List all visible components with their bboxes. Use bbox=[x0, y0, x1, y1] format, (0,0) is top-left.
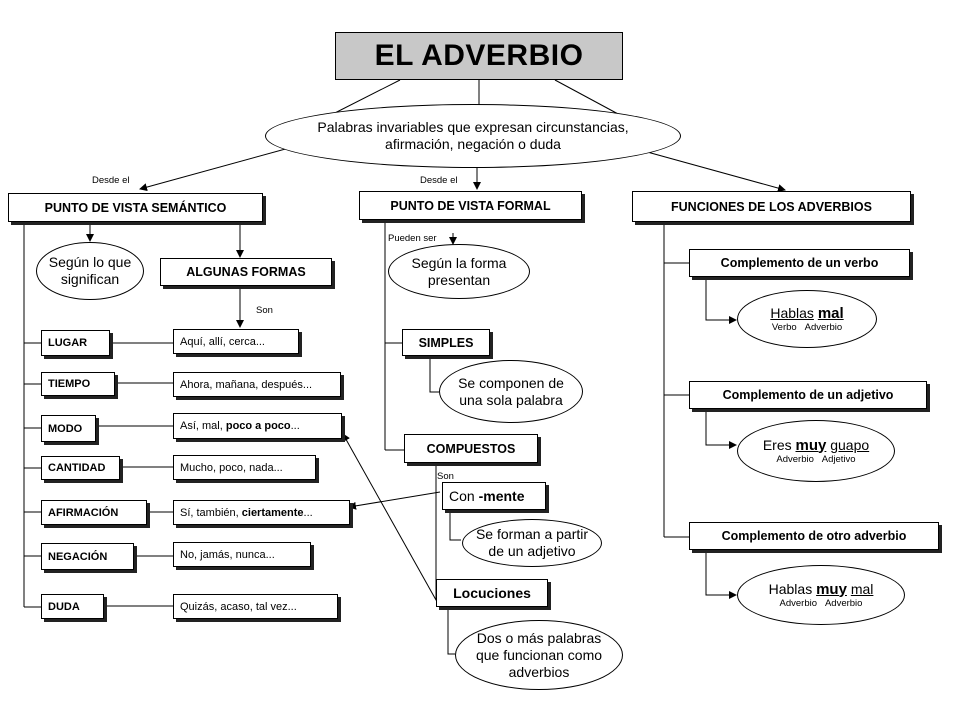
connector-desde-el-center: Desde el bbox=[420, 175, 458, 186]
locuciones-desc-line-1: Dos o más palabras bbox=[476, 629, 602, 646]
example-adverbio-ellipse: Hablas muy mal Adverbio Adverbio bbox=[737, 565, 905, 625]
definition-line-1: Palabras invariables que expresan circun… bbox=[317, 119, 629, 135]
complemento-adjetivo-box: Complemento de un adjetivo bbox=[689, 381, 927, 409]
title-link-right bbox=[554, 79, 621, 116]
example-tiempo: Ahora, mañana, después... bbox=[173, 372, 341, 397]
formal-header: PUNTO DE VISTA FORMAL bbox=[359, 191, 582, 220]
arrow-to-semantico bbox=[139, 144, 301, 192]
category-lugar: LUGAR bbox=[41, 330, 110, 356]
segun-forma-line-1: Según la forma bbox=[411, 254, 507, 271]
example-cantidad: Mucho, poco, nada... bbox=[173, 455, 316, 480]
con-mente-plain: Con bbox=[449, 488, 479, 504]
definition-line-2: afirmación, negación o duda bbox=[385, 136, 561, 152]
example-adverbio-tag-2: Adverbio bbox=[824, 597, 863, 609]
connector-pueden-ser: Pueden ser bbox=[388, 233, 437, 244]
example-adjetivo-word-3: guapo bbox=[830, 436, 870, 453]
connector-son-formal: Son bbox=[437, 471, 454, 482]
example-verbo-word-2: mal bbox=[817, 304, 844, 322]
arrow-mente-to-afirmacion bbox=[348, 491, 441, 510]
category-modo: MODO bbox=[41, 415, 96, 442]
map-title: EL ADVERBIO bbox=[335, 32, 623, 80]
simples-box: SIMPLES bbox=[402, 329, 490, 356]
example-afirmacion: Sí, también, ciertamente... bbox=[173, 500, 350, 525]
example-adverbio-tag-1: Adverbio bbox=[779, 597, 818, 609]
example-adverbio-word-2: muy bbox=[816, 580, 847, 598]
simples-desc-line-1: Se componen de bbox=[458, 374, 564, 391]
example-verbo-word-1: Hablas bbox=[770, 304, 814, 321]
example-adjetivo-tag-2: Adjetivo bbox=[821, 453, 856, 465]
category-cantidad: CANTIDAD bbox=[41, 456, 120, 480]
compuestos-box: COMPUESTOS bbox=[404, 434, 538, 463]
mente-desc-line-2: de un adjetivo bbox=[488, 543, 576, 559]
example-verbo-tag-1: Verbo bbox=[771, 321, 797, 333]
segun-forma-line-2: presentan bbox=[427, 271, 491, 288]
segun-significan-line-1: Según lo que bbox=[48, 254, 132, 270]
example-modo-plain: Así, mal, bbox=[180, 420, 226, 432]
segun-significan-line-2: significan bbox=[60, 271, 120, 287]
arrow-to-funciones bbox=[639, 149, 786, 192]
example-adjetivo-word-2: muy bbox=[795, 436, 827, 454]
mente-desc-line-1: Se forman a partir bbox=[475, 526, 589, 542]
arrow-locuciones-to-modo bbox=[342, 433, 437, 601]
segun-forma-ellipse: Según la forma presentan bbox=[388, 244, 530, 299]
complemento-adverbio-box: Complemento de otro adverbio bbox=[689, 522, 939, 550]
semantico-header: PUNTO DE VISTA SEMÁNTICO bbox=[8, 193, 263, 222]
complemento-verbo-box: Complemento de un verbo bbox=[689, 249, 910, 277]
segun-significan-ellipse: Según lo que significan bbox=[36, 242, 144, 300]
example-afirmacion-bold: ciertamente bbox=[241, 506, 304, 519]
locuciones-box: Locuciones bbox=[436, 579, 548, 607]
example-duda: Quizás, acaso, tal vez... bbox=[173, 594, 338, 619]
example-adjetivo-tag-1: Adverbio bbox=[776, 453, 814, 465]
category-tiempo: TIEMPO bbox=[41, 372, 115, 396]
locuciones-desc-line-2: que funcionan como bbox=[475, 646, 603, 663]
example-negacion: No, jamás, nunca... bbox=[173, 542, 311, 567]
example-adverbio-word-3: mal bbox=[850, 580, 874, 597]
simples-desc-line-2: una sola palabra bbox=[459, 391, 563, 408]
example-lugar: Aquí, allí, cerca... bbox=[173, 329, 299, 354]
example-verbo-tag-2: Adverbio bbox=[804, 321, 843, 333]
locuciones-desc-line-3: adverbios bbox=[508, 663, 570, 680]
algunas-formas-box: ALGUNAS FORMAS bbox=[160, 258, 332, 286]
example-modo-bold: poco a poco bbox=[225, 420, 291, 432]
example-afirmacion-tail: ... bbox=[303, 506, 313, 519]
connector-son-semantico: Son bbox=[256, 305, 273, 316]
category-negacion: NEGACIÓN bbox=[41, 543, 134, 570]
locuciones-desc-ellipse: Dos o más palabras que funcionan como ad… bbox=[455, 620, 623, 690]
example-afirmacion-plain: Sí, también, bbox=[180, 506, 242, 519]
con-mente-box: Con -mente bbox=[442, 482, 546, 510]
example-adjetivo-ellipse: Eres muy guapo Adverbio Adjetivo bbox=[737, 420, 895, 482]
con-mente-bold: -mente bbox=[478, 488, 525, 504]
category-afirmacion: AFIRMACIÓN bbox=[41, 500, 147, 525]
example-verbo-ellipse: Hablas mal Verbo Adverbio bbox=[737, 290, 877, 348]
example-adjetivo-word-1: Eres bbox=[762, 436, 792, 453]
simples-desc-ellipse: Se componen de una sola palabra bbox=[439, 360, 583, 423]
example-modo: Así, mal, poco a poco... bbox=[173, 413, 342, 439]
example-adverbio-word-1: Hablas bbox=[768, 580, 813, 597]
category-duda: DUDA bbox=[41, 594, 104, 619]
funciones-header: FUNCIONES DE LOS ADVERBIOS bbox=[632, 191, 911, 222]
example-modo-tail: ... bbox=[290, 420, 300, 432]
definition-ellipse: Palabras invariables que expresan circun… bbox=[265, 104, 681, 168]
connector-desde-el-left: Desde el bbox=[92, 175, 130, 186]
mente-desc-ellipse: Se forman a partir de un adjetivo bbox=[462, 519, 602, 567]
